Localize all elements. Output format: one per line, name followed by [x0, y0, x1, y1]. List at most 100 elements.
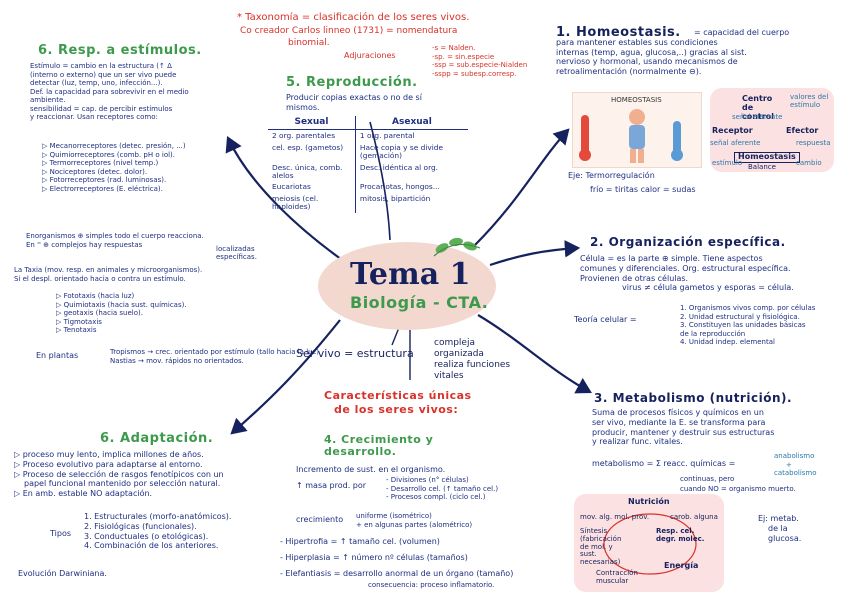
cycle-mov: mov. alg. mol. prov.	[580, 513, 650, 521]
arrow-to-organizacion	[489, 240, 581, 267]
list-item: sensibilidad = cap. de percibir estímulo…	[30, 104, 173, 113]
homeostasis-diagram	[710, 88, 834, 172]
elefantiasis-note: consecuencia: proceso inflamatorio.	[368, 581, 495, 589]
list-item: 4. Combinación de los anteriores.	[84, 541, 219, 551]
list-item: para mantener estables sus condiciones	[556, 37, 718, 47]
cycle-nutricion: Nutrición	[628, 497, 670, 506]
receptor-label: Receptor	[712, 126, 753, 135]
metabolismo-example: Ej: metab. de la glucosa.	[758, 514, 801, 543]
list-item: ▷ Tigmotaxis	[56, 317, 102, 326]
ser-vivo-items: compleja organizada realiza funciones vi…	[434, 338, 524, 382]
list-item: ▷ Mecanorreceptores (detec. presión, ...…	[42, 142, 186, 150]
metabolismo-lines: Suma de procesos físicos y químicos en u…	[592, 408, 774, 447]
leaf-decoration	[433, 237, 481, 257]
masa-items: - Divisiones (n° células) - Desarrollo c…	[386, 476, 498, 502]
list-item: + en algunas partes (alométrico)	[356, 520, 473, 529]
table-cell: 1 org. parental	[359, 131, 415, 141]
list-item: uniforme (isométrico)	[356, 512, 432, 520]
cycle-arrows	[603, 513, 697, 575]
list-item: organizada	[434, 348, 484, 359]
crecimiento-line-4: - Hiperplasia = ↑ número nº células (tam…	[280, 553, 468, 562]
list-item-text: Termorreceptores (nivel temp.)	[49, 159, 159, 168]
diagram-note: señal eferente	[732, 113, 783, 121]
cycle-energia: Energía	[664, 561, 699, 570]
taxonomy-adj-label: Adjuraciones	[344, 51, 396, 60]
evolucion-darwiniana: Evolución Darwiniana.	[18, 569, 107, 578]
caracteristicas-line1: Características únicas	[324, 389, 472, 402]
list-item: -s = Nalden.	[432, 44, 476, 52]
list-item: ▷ En amb. estable NO adaptación.	[14, 489, 153, 498]
list-item: = capacidad del cuerpo	[694, 28, 790, 37]
list-item: anabolismo	[774, 452, 815, 460]
list-item: ▷ Proceso evolutivo para adaptarse al en…	[14, 459, 203, 469]
arrow-to-homeostasis	[474, 128, 570, 246]
cycle-sintesis: Síntesis (fabricación de mol. y sust. ne…	[580, 527, 622, 567]
human-figure-icon	[579, 109, 683, 163]
center-node	[318, 242, 496, 330]
caracteristicas-line2: de los seres vivos:	[334, 403, 459, 416]
taxonomy-line2: Co creador Carlos linneo (1731) = nomend…	[240, 26, 458, 36]
list-item: ▷ Electrorreceptores (E. eléctrica).	[42, 184, 163, 193]
list-item: nervioso y hormonal, usando mecanismos d…	[556, 57, 738, 67]
list-item: internas (temp, agua, glucosa,..) gracia…	[556, 47, 747, 57]
metabolismo-continuas: continuas, pero	[680, 475, 735, 483]
taxia-lines: La Taxia (mov. resp. en animales y micro…	[14, 266, 202, 283]
efector-label: Efector	[786, 126, 819, 135]
list-item: ▷ Quimiotaxis (hacia sust. químicas).	[56, 300, 187, 309]
reproduccion-intro-2: mismos.	[286, 103, 320, 112]
list-item: +	[786, 460, 792, 469]
list-item: realiza funciones vitales	[434, 359, 511, 381]
homeostasis-title: 1. Homeostasis.	[556, 25, 681, 40]
diagram-note: cambio	[796, 159, 822, 167]
table-cell: cel. esp. (gametos)	[268, 142, 356, 162]
taxias-list: ▷ Fototaxis (hacia luz) ▷ Quimiotaxis (h…	[56, 292, 187, 335]
crecimiento-line-3: - Hipertrofia = ↑ tamaño cel. (volumen)	[280, 537, 440, 546]
crecimiento-items: uniforme (isométrico) + en algunas parte…	[356, 512, 472, 529]
list-item: retroalimentación (normalmente ⊖).	[556, 67, 702, 76]
metabolismo-formula: metabolismo = Σ reacc. químicas =	[592, 459, 736, 468]
list-item: En '' ⊕ complejos hay respuestas	[26, 240, 143, 249]
respuesta-lines: Estímulo = cambio en la estructura (↑ Δ …	[30, 62, 189, 122]
table-cell: meiosis (cel. haploides)	[268, 193, 356, 213]
table-cell: Eucariotas	[268, 181, 356, 194]
diagram-note: valores del estímulo	[790, 93, 829, 109]
homeostasis-def: = capacidad del cuerpo para mantener est…	[556, 28, 789, 77]
adaptacion-tipos-list: 1. Estructurales (morfo-anatómicos). 2. …	[84, 512, 231, 551]
diagram-note: señal aferente	[710, 139, 761, 147]
organismos-lines: Enorganismos ⊕ simples todo el cuerpo re…	[26, 232, 204, 249]
list-item: Tropismos → crec. orientado por estímulo…	[110, 348, 319, 356]
list-item: - Divisiones (n° células)	[386, 476, 469, 484]
taxonomy-line3: binomial.	[288, 38, 330, 48]
list-item: ambiente.	[30, 96, 66, 105]
list-item: glucosa.	[768, 533, 802, 543]
list-item: ▷ Quimiorreceptores (comb. pH o iol).	[42, 150, 176, 159]
list-item: -sspp = subesp.corresp.	[432, 69, 517, 78]
list-item: -sp. = sin.especie	[432, 52, 495, 61]
centro-control-label: Centro de control	[742, 94, 774, 121]
tropismos-list: Tropismos → crec. orientado por estímulo…	[110, 348, 319, 365]
list-item: ▷ Proceso de selección de rasgos fenotíp…	[14, 469, 224, 479]
list-item: de la	[768, 523, 788, 533]
arrow-to-metabolismo	[477, 314, 592, 394]
list-item: ▷ proceso muy lento, implica millones de…	[14, 450, 204, 459]
list-item: Provienen de otras células.	[580, 273, 689, 283]
cycle-contraccion: Contracción muscular	[596, 569, 638, 585]
plantas-label: En plantas	[36, 351, 79, 360]
list-item: - Desarrollo cel. (↑ tamaño cel.)	[386, 484, 499, 493]
crecimiento-line-2: crecimiento	[296, 515, 344, 524]
list-item: Ej: metab.	[758, 514, 799, 523]
table-row: meiosis (cel. haploides)mitosis, biparti…	[268, 193, 468, 213]
organizacion-lines: Célula = es la parte ⊕ simple. Tiene asp…	[580, 254, 794, 293]
taxonomy-title: * Taxonomía = clasificación de los seres…	[237, 12, 470, 23]
metabolismo-cycle-box	[574, 494, 724, 592]
crecimiento-line-0: Incremento de sust. en el organismo.	[296, 465, 446, 474]
list-item: 1. Estructurales (morfo-anatómicos).	[84, 512, 232, 521]
list-item: comunes y diferenciales. Org. estructura…	[580, 263, 791, 273]
metabolismo-cuando: cuando NO = organismo muerto.	[680, 485, 796, 493]
list-item: de la reproducción	[680, 329, 746, 338]
list-item: 3. Conductuales (o etológicas).	[84, 531, 209, 541]
